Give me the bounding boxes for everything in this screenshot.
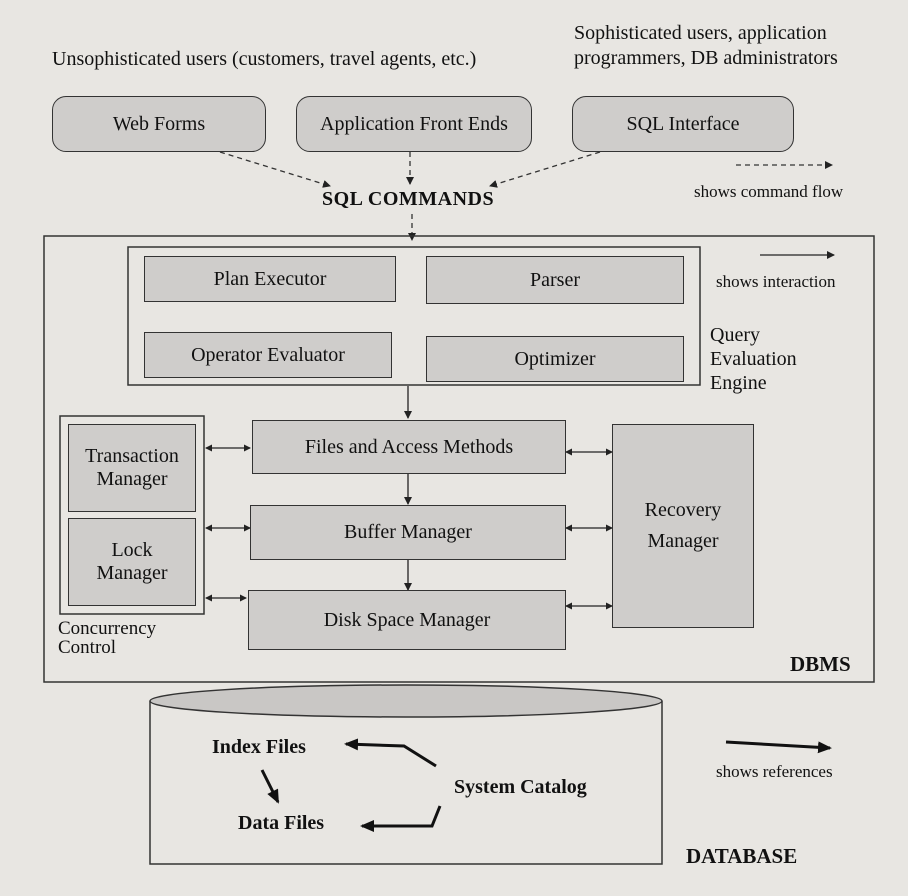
query-engine-label-line3: Engine (710, 372, 767, 394)
dbms-label: DBMS (790, 652, 851, 676)
transaction-manager-label-line1: Transaction (85, 445, 179, 467)
web-forms-box: Web Forms (52, 96, 266, 152)
database-cylinder (149, 684, 663, 865)
sophisticated-users-label-line2: programmers, DB administrators (574, 47, 838, 69)
transaction-manager-box: Transaction Manager (68, 424, 196, 512)
parser-box: Parser (426, 256, 684, 304)
transaction-manager-label-line2: Manager (96, 468, 168, 490)
recovery-manager-label-line1: Recovery (644, 499, 722, 521)
recovery-manager-label-line2: Manager (647, 530, 719, 552)
query-engine-label-line2: Evaluation (710, 348, 797, 370)
optimizer-box: Optimizer (426, 336, 684, 382)
operator-evaluator-box: Operator Evaluator (144, 332, 392, 378)
data-files-label: Data Files (238, 812, 325, 834)
query-engine-label-line1: Query (710, 324, 760, 346)
buffer-manager-box: Buffer Manager (250, 505, 566, 560)
lock-manager-label-line1: Lock (111, 539, 153, 561)
sql-commands-label: SQL COMMANDS (322, 188, 495, 210)
plan-executor-box: Plan Executor (144, 256, 396, 302)
index-files-label: Index Files (212, 736, 306, 758)
sophisticated-users-label-line1: Sophisticated users, application (574, 22, 827, 44)
concurrency-label-line2: Control (58, 637, 117, 658)
recovery-manager-box: Recovery Manager (612, 424, 754, 628)
files-access-methods-box: Files and Access Methods (252, 420, 566, 474)
legend-interaction: shows interaction (716, 272, 836, 291)
disk-space-manager-box: Disk Space Manager (248, 590, 566, 650)
lock-manager-box: Lock Manager (68, 518, 196, 606)
sql-interface-box: SQL Interface (572, 96, 794, 152)
unsophisticated-users-label: Unsophisticated users (customers, travel… (52, 48, 477, 70)
application-front-ends-box: Application Front Ends (296, 96, 532, 152)
database-label: DATABASE (686, 844, 798, 868)
concurrency-label-line1: Concurrency (58, 618, 157, 639)
lock-manager-label-line2: Manager (96, 562, 168, 584)
legend-references: shows references (716, 762, 833, 781)
legend-command-flow: shows command flow (694, 182, 844, 201)
system-catalog-label: System Catalog (454, 776, 587, 798)
